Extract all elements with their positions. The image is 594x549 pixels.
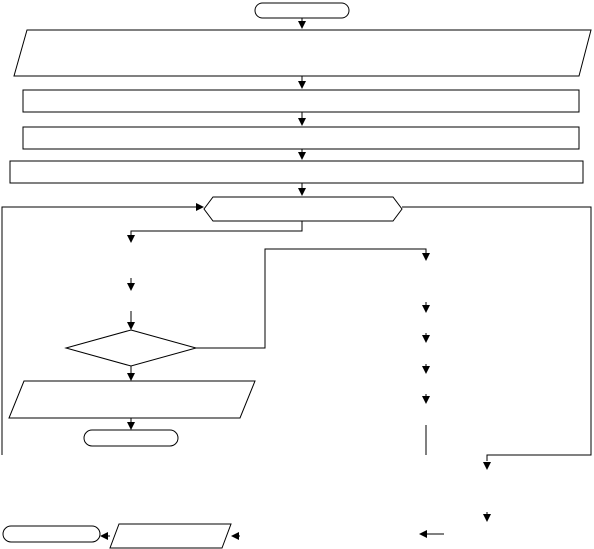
arrowhead-down	[127, 235, 135, 243]
end-terminator-bottom	[2, 525, 101, 543]
arrowhead-down	[483, 462, 491, 470]
arrowhead-down	[298, 21, 306, 29]
connector-loop-back-left	[1, 206, 198, 455]
connector-diamond-to-right-branch	[196, 248, 427, 349]
arrowhead-down	[483, 514, 491, 522]
input-parallelogram-top	[13, 29, 592, 77]
connector-loop-to-left-branch	[130, 221, 303, 235]
arrowhead-right	[196, 203, 204, 211]
output-parallelogram-bottom	[109, 523, 232, 549]
arrowhead-down	[422, 366, 430, 374]
arrowhead-down	[127, 322, 135, 330]
arrowhead-down	[127, 283, 135, 291]
decision-diamond	[64, 329, 198, 367]
arrowhead-left	[419, 530, 427, 538]
output-parallelogram-left	[8, 380, 256, 419]
arrowhead-down	[422, 253, 430, 261]
arrowhead-down	[298, 152, 306, 160]
arrowhead-down	[127, 373, 135, 381]
arrowhead-down	[298, 118, 306, 126]
arrowhead-down	[422, 335, 430, 343]
arrowhead-down	[127, 422, 135, 430]
arrowhead-down	[298, 188, 306, 196]
connector-loop-exit-right	[402, 206, 592, 461]
arrowhead-down	[422, 305, 430, 313]
arrowhead-left	[231, 532, 239, 540]
process-box-1	[22, 89, 580, 113]
arrowhead-left	[100, 532, 108, 540]
process-box-3	[9, 160, 584, 184]
end-terminator-left	[83, 429, 179, 447]
start-terminator	[254, 2, 350, 19]
loop-hexagon	[203, 196, 403, 222]
arrowhead-down	[298, 81, 306, 89]
process-box-2	[22, 126, 580, 150]
arrowhead-down	[422, 396, 430, 404]
